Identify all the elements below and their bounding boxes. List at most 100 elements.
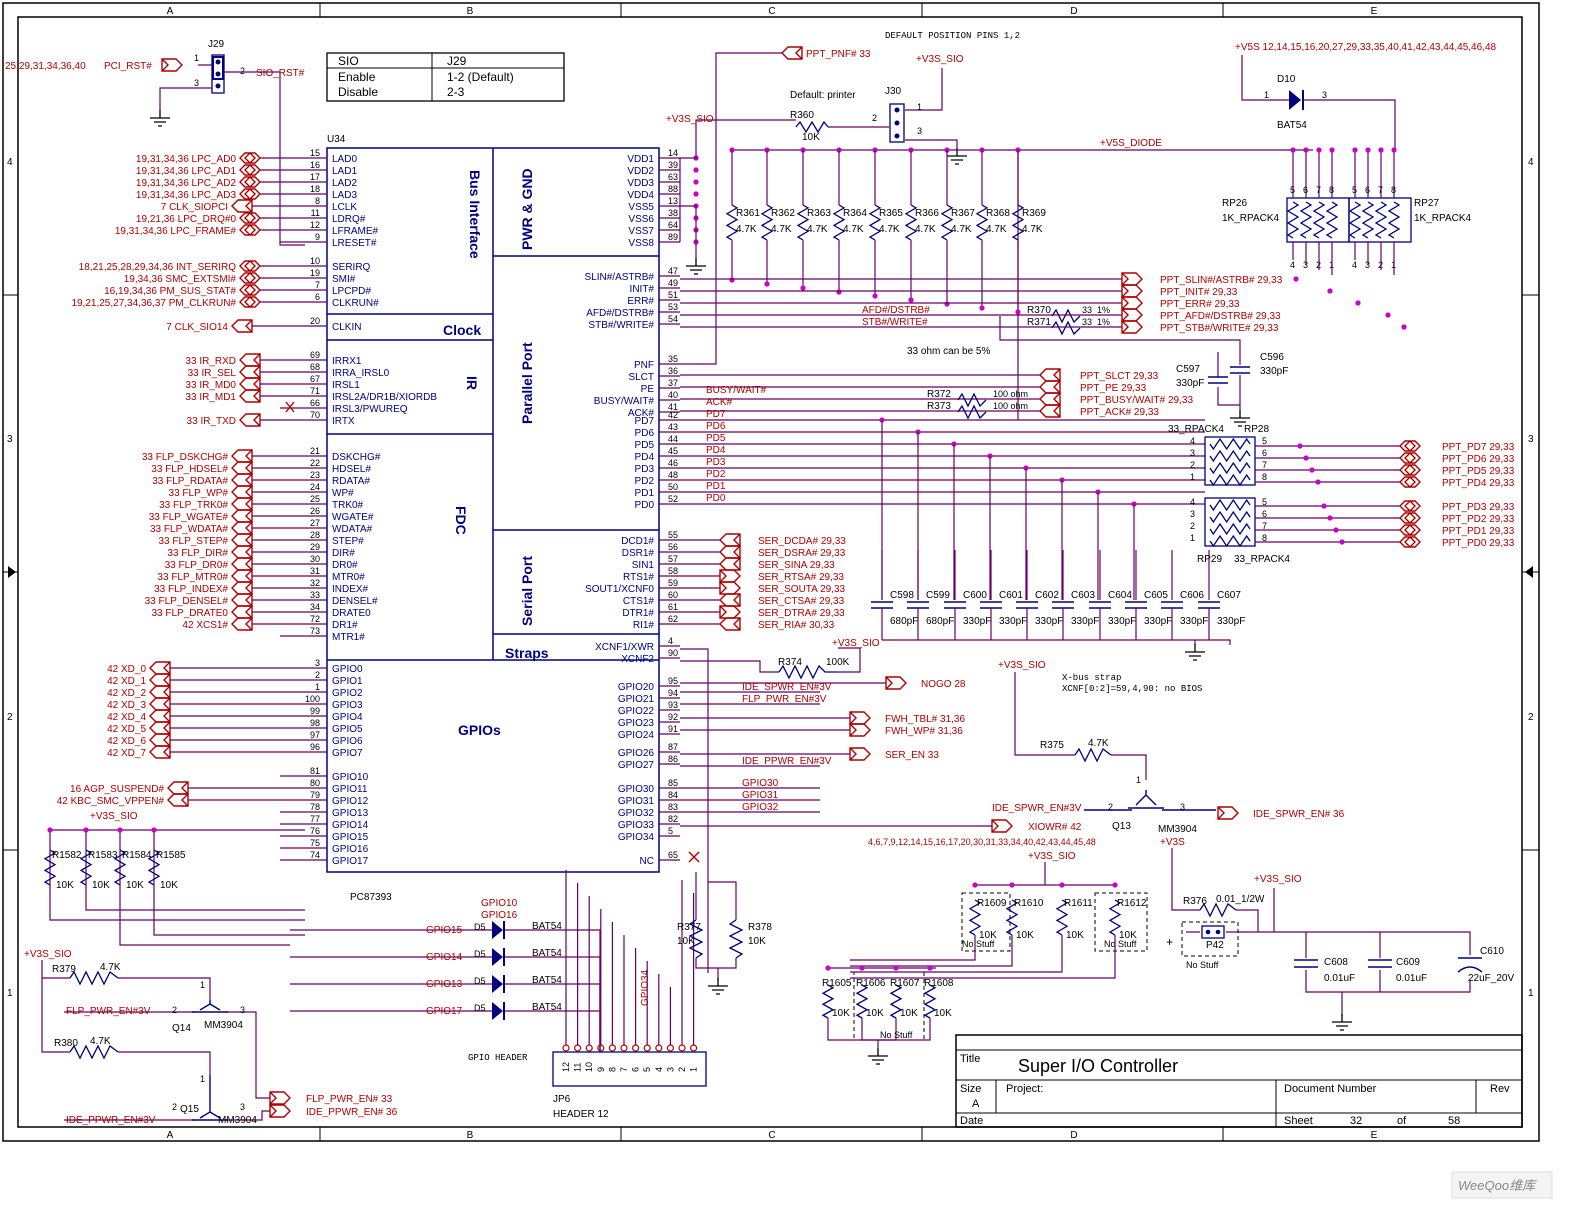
- rpack-pin: 8: [1262, 472, 1267, 482]
- wire: [827, 1018, 878, 1041]
- u34-net-label: 33 IR_MD0: [185, 380, 236, 391]
- r160x-ref: R1605: [822, 978, 852, 989]
- p42-note: No Stuff: [1186, 960, 1219, 970]
- net-port-symbol: [231, 485, 253, 499]
- u34-pin-number: 28: [310, 530, 320, 540]
- u34-part-number: PC87393: [350, 892, 392, 903]
- resistor-packs-1k: RP26 1K_RPACK4 RP27 1K_RPACK4 5463728154…: [1222, 147, 1472, 275]
- net-port-symbol: [1399, 524, 1421, 536]
- u34-pin-name: WGATE#: [332, 512, 374, 523]
- net-port-symbol: [1399, 500, 1421, 512]
- u34-pin-name: SIN1: [632, 560, 655, 571]
- u34-pin-name: SOUT1/XCNF0: [585, 584, 654, 595]
- r158x-ref: R1585: [156, 850, 186, 861]
- power-filter: +V3S_SIO + R376 0.01_1/2W P42 No Stuff C…: [1166, 848, 1514, 1031]
- diode-net: GPIO15: [426, 925, 463, 936]
- ppt-pnf-net: PPT_PNF# 33: [806, 49, 871, 60]
- u34-net-label: 42 XD_2: [107, 688, 146, 699]
- j29-ref: J29: [208, 39, 225, 50]
- u34-net-label: 16,19,34,36 PM_SUS_STAT#: [104, 286, 236, 297]
- r375-value: 4.7K: [1088, 738, 1109, 749]
- u34-net-label: 42 XD_1: [107, 676, 146, 687]
- resistor-symbol: [1055, 899, 1069, 936]
- cap-row: C598680pFC599680pFC600330pFC601330pFC602…: [871, 550, 1245, 640]
- rpack-pin: 4: [1352, 260, 1357, 270]
- fwh-nets: FWH_TBL# 31,36 FWH_WP# 31,36 SER_EN 33: [680, 711, 965, 761]
- u34-net-label: 33 IR_SEL: [188, 368, 237, 379]
- header-pin-number: 6: [631, 1067, 641, 1072]
- q13-circuit: +V3S_SIO R375 4.7K 1 2 3 Q13 MM3904 IDE_…: [680, 660, 1345, 848]
- r158x-value: 10K: [126, 880, 144, 891]
- frame-column-label: B: [467, 1130, 474, 1141]
- pullup-value: 4.7K: [951, 224, 972, 235]
- diode-part: BAT54: [532, 921, 562, 932]
- header-pin: [585, 1044, 593, 1052]
- r160x-ref: R1611: [1064, 898, 1093, 909]
- net-port-symbol: [167, 793, 189, 807]
- u34-pin-name: TRK0#: [332, 500, 364, 511]
- u34-pin-name: SERIRQ: [332, 262, 371, 273]
- pullup-value: 4.7K: [771, 224, 792, 235]
- pd-line-label: PD3: [706, 457, 726, 468]
- net-port-symbol: [239, 296, 261, 308]
- header-pin: [689, 1044, 698, 1052]
- net-port-symbol: [719, 533, 741, 547]
- j30-pin1: 1: [917, 102, 922, 112]
- u34-pin-name: GPIO14: [332, 820, 369, 831]
- u34-pin-name: PD0: [635, 500, 655, 511]
- net-port-symbol: [1121, 284, 1143, 298]
- u34-pin-name: VDD2: [627, 166, 654, 177]
- jumper-table-cell: Enable: [338, 70, 376, 84]
- pd-line-label: PD0: [706, 493, 726, 504]
- pullup-ref: R362: [771, 208, 795, 219]
- net-port-symbol: [149, 673, 171, 687]
- rpack-pin: 3: [1190, 509, 1195, 519]
- frame-row-label: 1: [7, 988, 13, 999]
- resistor-symbol: [113, 849, 127, 886]
- u34-pin-number: 62: [668, 614, 678, 624]
- pullup-value: 4.7K: [1022, 224, 1043, 235]
- jumper-table-header-j29: J29: [447, 54, 467, 68]
- net-port-symbol: [231, 533, 253, 547]
- resistor-symbol: [1108, 899, 1122, 936]
- ppt-in-net: PPT_ACK# 29,33: [1080, 407, 1159, 418]
- rp28-value: 33_RPACK4: [1168, 424, 1224, 435]
- u34-pin-name: NC: [640, 856, 654, 867]
- jumper-j29: J29 1 2 3 25,29,31,34,36,40 PCI_RST# SIO…: [5, 39, 305, 246]
- u34-pin-name: GPIO26: [618, 748, 655, 759]
- r376-value: 0.01_1/2W: [1216, 894, 1265, 905]
- r160x-ref: R1612: [1117, 898, 1147, 909]
- rpack-pin: 7: [1316, 185, 1321, 195]
- u34-pin-name: XCNF2: [621, 654, 654, 665]
- u34-pin-number: 70: [310, 410, 320, 420]
- u34-pin-name: GPIO33: [618, 820, 655, 831]
- junction-dot: [893, 965, 899, 971]
- section-gpios: GPIOs: [458, 722, 501, 738]
- u34-pin-name: CLKIN: [332, 322, 361, 333]
- u34-net-label: 19,31,34,36 LPC_AD2: [136, 178, 237, 189]
- net-port-symbol: [719, 593, 741, 607]
- u34-pin-number: 2: [315, 670, 320, 680]
- resistor-symbol: [975, 204, 989, 241]
- r160x-ref: R1606: [856, 978, 886, 989]
- net-port-symbol: [149, 745, 171, 759]
- fwh-wp: FWH_WP# 31,36: [885, 726, 963, 737]
- serial-net: SER_RIA# 30,33: [758, 620, 835, 631]
- resistor-symbol: [1209, 510, 1251, 524]
- net-port-symbol: [149, 733, 171, 747]
- u34-pin-number: 72: [310, 614, 320, 624]
- u34-pin-number: 26: [310, 506, 320, 516]
- u34-net-label: 33 FLP_DRATE0: [151, 608, 228, 619]
- net-port-symbol: [239, 176, 261, 188]
- sheet-frame: [2, 2, 1540, 1142]
- rpack-pin: 4: [1290, 260, 1295, 270]
- u34-pin-number: 34: [310, 602, 320, 612]
- r160x-resistors: R160910KR161010KR161110KR161210KR160510K…: [821, 882, 1147, 1041]
- net-port-symbol: [149, 721, 171, 735]
- u34-pin-name: GPIO7: [332, 748, 363, 759]
- junction-dot: [1316, 147, 1322, 153]
- u34-pin-number: 31: [310, 566, 320, 576]
- u34-pin-name: DRATE0: [332, 608, 371, 619]
- rpack-pin: 5: [1352, 185, 1357, 195]
